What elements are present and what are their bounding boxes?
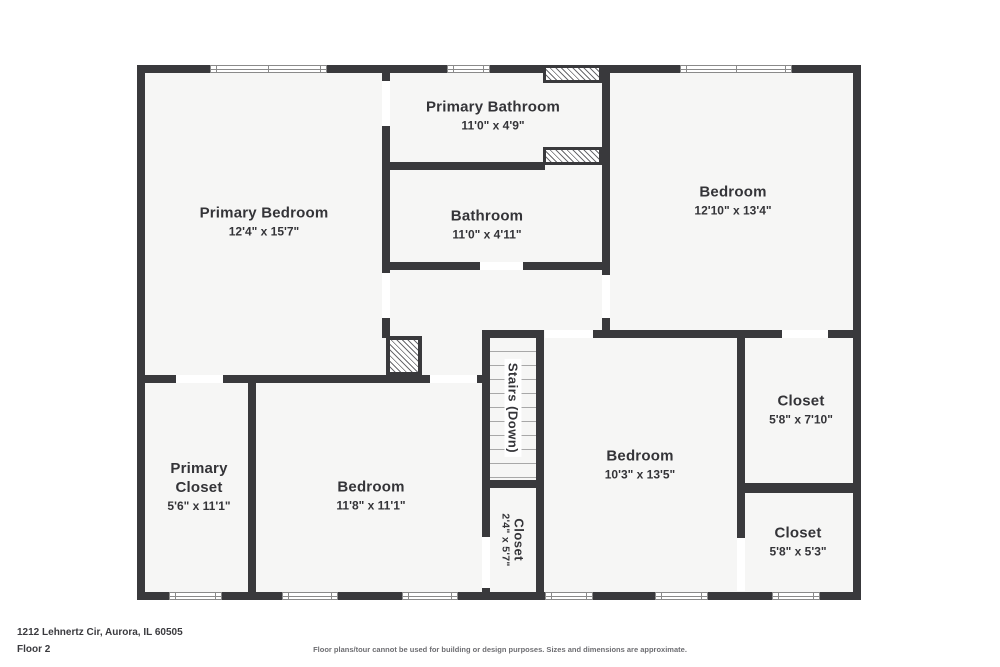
wall-outer-left xyxy=(137,65,145,600)
door-opening-bedroom-bottom-middle xyxy=(430,375,477,383)
wall-segment xyxy=(593,330,782,338)
chimney xyxy=(386,336,422,376)
window xyxy=(680,65,792,73)
room-name: Bedroom xyxy=(699,183,767,201)
wall-stairs-top xyxy=(482,330,544,338)
wall-segment xyxy=(828,330,861,338)
room-name: Closet xyxy=(777,392,825,410)
room-dims: 11'8" x 11'1" xyxy=(336,498,406,513)
window xyxy=(772,592,820,600)
wall-closets-divider xyxy=(737,483,861,493)
floor-number-text: Floor 2 xyxy=(17,644,51,655)
room-name: Primary Bathroom xyxy=(425,98,561,116)
window xyxy=(447,65,490,73)
room-dims: 10'3" x 13'5" xyxy=(604,467,676,482)
wall-segment xyxy=(382,126,390,273)
hatched-bulkhead-top xyxy=(543,65,602,83)
room-name: Bathroom xyxy=(450,207,524,225)
room-label-primary-closet: Primary Closet 5'6" x 11'1" xyxy=(153,459,245,515)
door-opening-primary-closet xyxy=(176,375,223,383)
door-opening-bedroom-bottom-right xyxy=(545,330,593,338)
wall-segment xyxy=(523,262,602,270)
room-dims: 5'6" x 11'1" xyxy=(167,499,231,513)
window xyxy=(655,592,708,600)
door-opening-bathroom xyxy=(480,262,523,270)
room-name: Bedroom xyxy=(337,478,405,496)
room-dims: 2'4" x 5'7" xyxy=(499,513,512,567)
wall-stairs-right xyxy=(536,330,544,592)
wall-segment xyxy=(482,588,490,592)
room-name: Primary Closet xyxy=(170,460,228,496)
room-label-bathroom: Bathroom 11'0" x 4'11" xyxy=(451,207,523,244)
room-label-bedroom-bottom-right: Bedroom 10'3" x 13'5" xyxy=(605,447,675,484)
wall-outer-bottom xyxy=(137,592,861,600)
window xyxy=(402,592,458,600)
stairs-label: Stairs (Down) xyxy=(504,358,522,458)
room-dims: 5'8" x 5'3" xyxy=(769,544,827,559)
room-label-closet-small: Closet 2'4" x 5'7" xyxy=(500,513,527,566)
wall-bath-divider xyxy=(382,162,545,170)
wall-segment xyxy=(382,262,480,270)
door-opening-primary-bathroom xyxy=(382,81,390,126)
room-dims: 12'4" x 15'7" xyxy=(228,224,300,239)
door-opening-closet-right-bottom xyxy=(737,538,745,591)
room-name: Bedroom xyxy=(606,447,674,465)
wall-segment xyxy=(382,73,390,81)
window xyxy=(169,592,222,600)
room-dims: 11'0" x 4'11" xyxy=(452,227,522,242)
room-name: Primary Bedroom xyxy=(199,204,329,222)
room-label-closet-right-bottom: Closet 5'8" x 5'3" xyxy=(769,524,826,561)
wall-closets-left xyxy=(737,338,745,538)
room-name: Closet xyxy=(774,524,822,542)
room-dims: 11'0" x 4'9" xyxy=(461,118,525,133)
window xyxy=(545,592,593,600)
door-opening-closet-small xyxy=(482,537,490,588)
wall-outer-top xyxy=(137,65,861,73)
wall-stairs-left xyxy=(482,330,490,537)
wall-segment xyxy=(223,375,430,383)
door-opening-primary-bedroom xyxy=(382,273,390,318)
wall-segment xyxy=(382,318,390,338)
room-dims: 5'8" x 7'10" xyxy=(769,412,833,427)
wall-stairs-bottom xyxy=(482,480,544,488)
room-label-bedroom-bottom-middle: Bedroom 11'8" x 11'1" xyxy=(336,478,405,515)
window xyxy=(210,65,327,73)
room-label-primary-bedroom: Primary Bedroom 12'4" x 15'7" xyxy=(200,204,329,241)
hatched-bulkhead-bottom xyxy=(543,147,602,165)
room-name: Closet xyxy=(511,518,527,562)
room-label-closet-right-top: Closet 5'8" x 7'10" xyxy=(769,392,833,429)
room-label-primary-bathroom: Primary Bathroom 11'0" x 4'9" xyxy=(426,98,560,135)
wall-segment xyxy=(602,73,610,275)
disclaimer-text: Floor plans/tour cannot be used for buil… xyxy=(313,645,687,654)
wall-segment xyxy=(137,375,176,383)
wall-closet-bedroom-divider xyxy=(248,383,256,592)
room-label-bedroom-top-right: Bedroom 12'10" x 13'4" xyxy=(694,183,771,220)
door-opening-closet-right-top xyxy=(782,330,828,338)
room-dims: 12'10" x 13'4" xyxy=(694,203,772,218)
door-opening-bedroom-top-right xyxy=(602,275,610,318)
wall-segment xyxy=(602,318,610,338)
address-text: 1212 Lehnertz Cir, Aurora, IL 60505 xyxy=(17,627,183,638)
window xyxy=(282,592,338,600)
